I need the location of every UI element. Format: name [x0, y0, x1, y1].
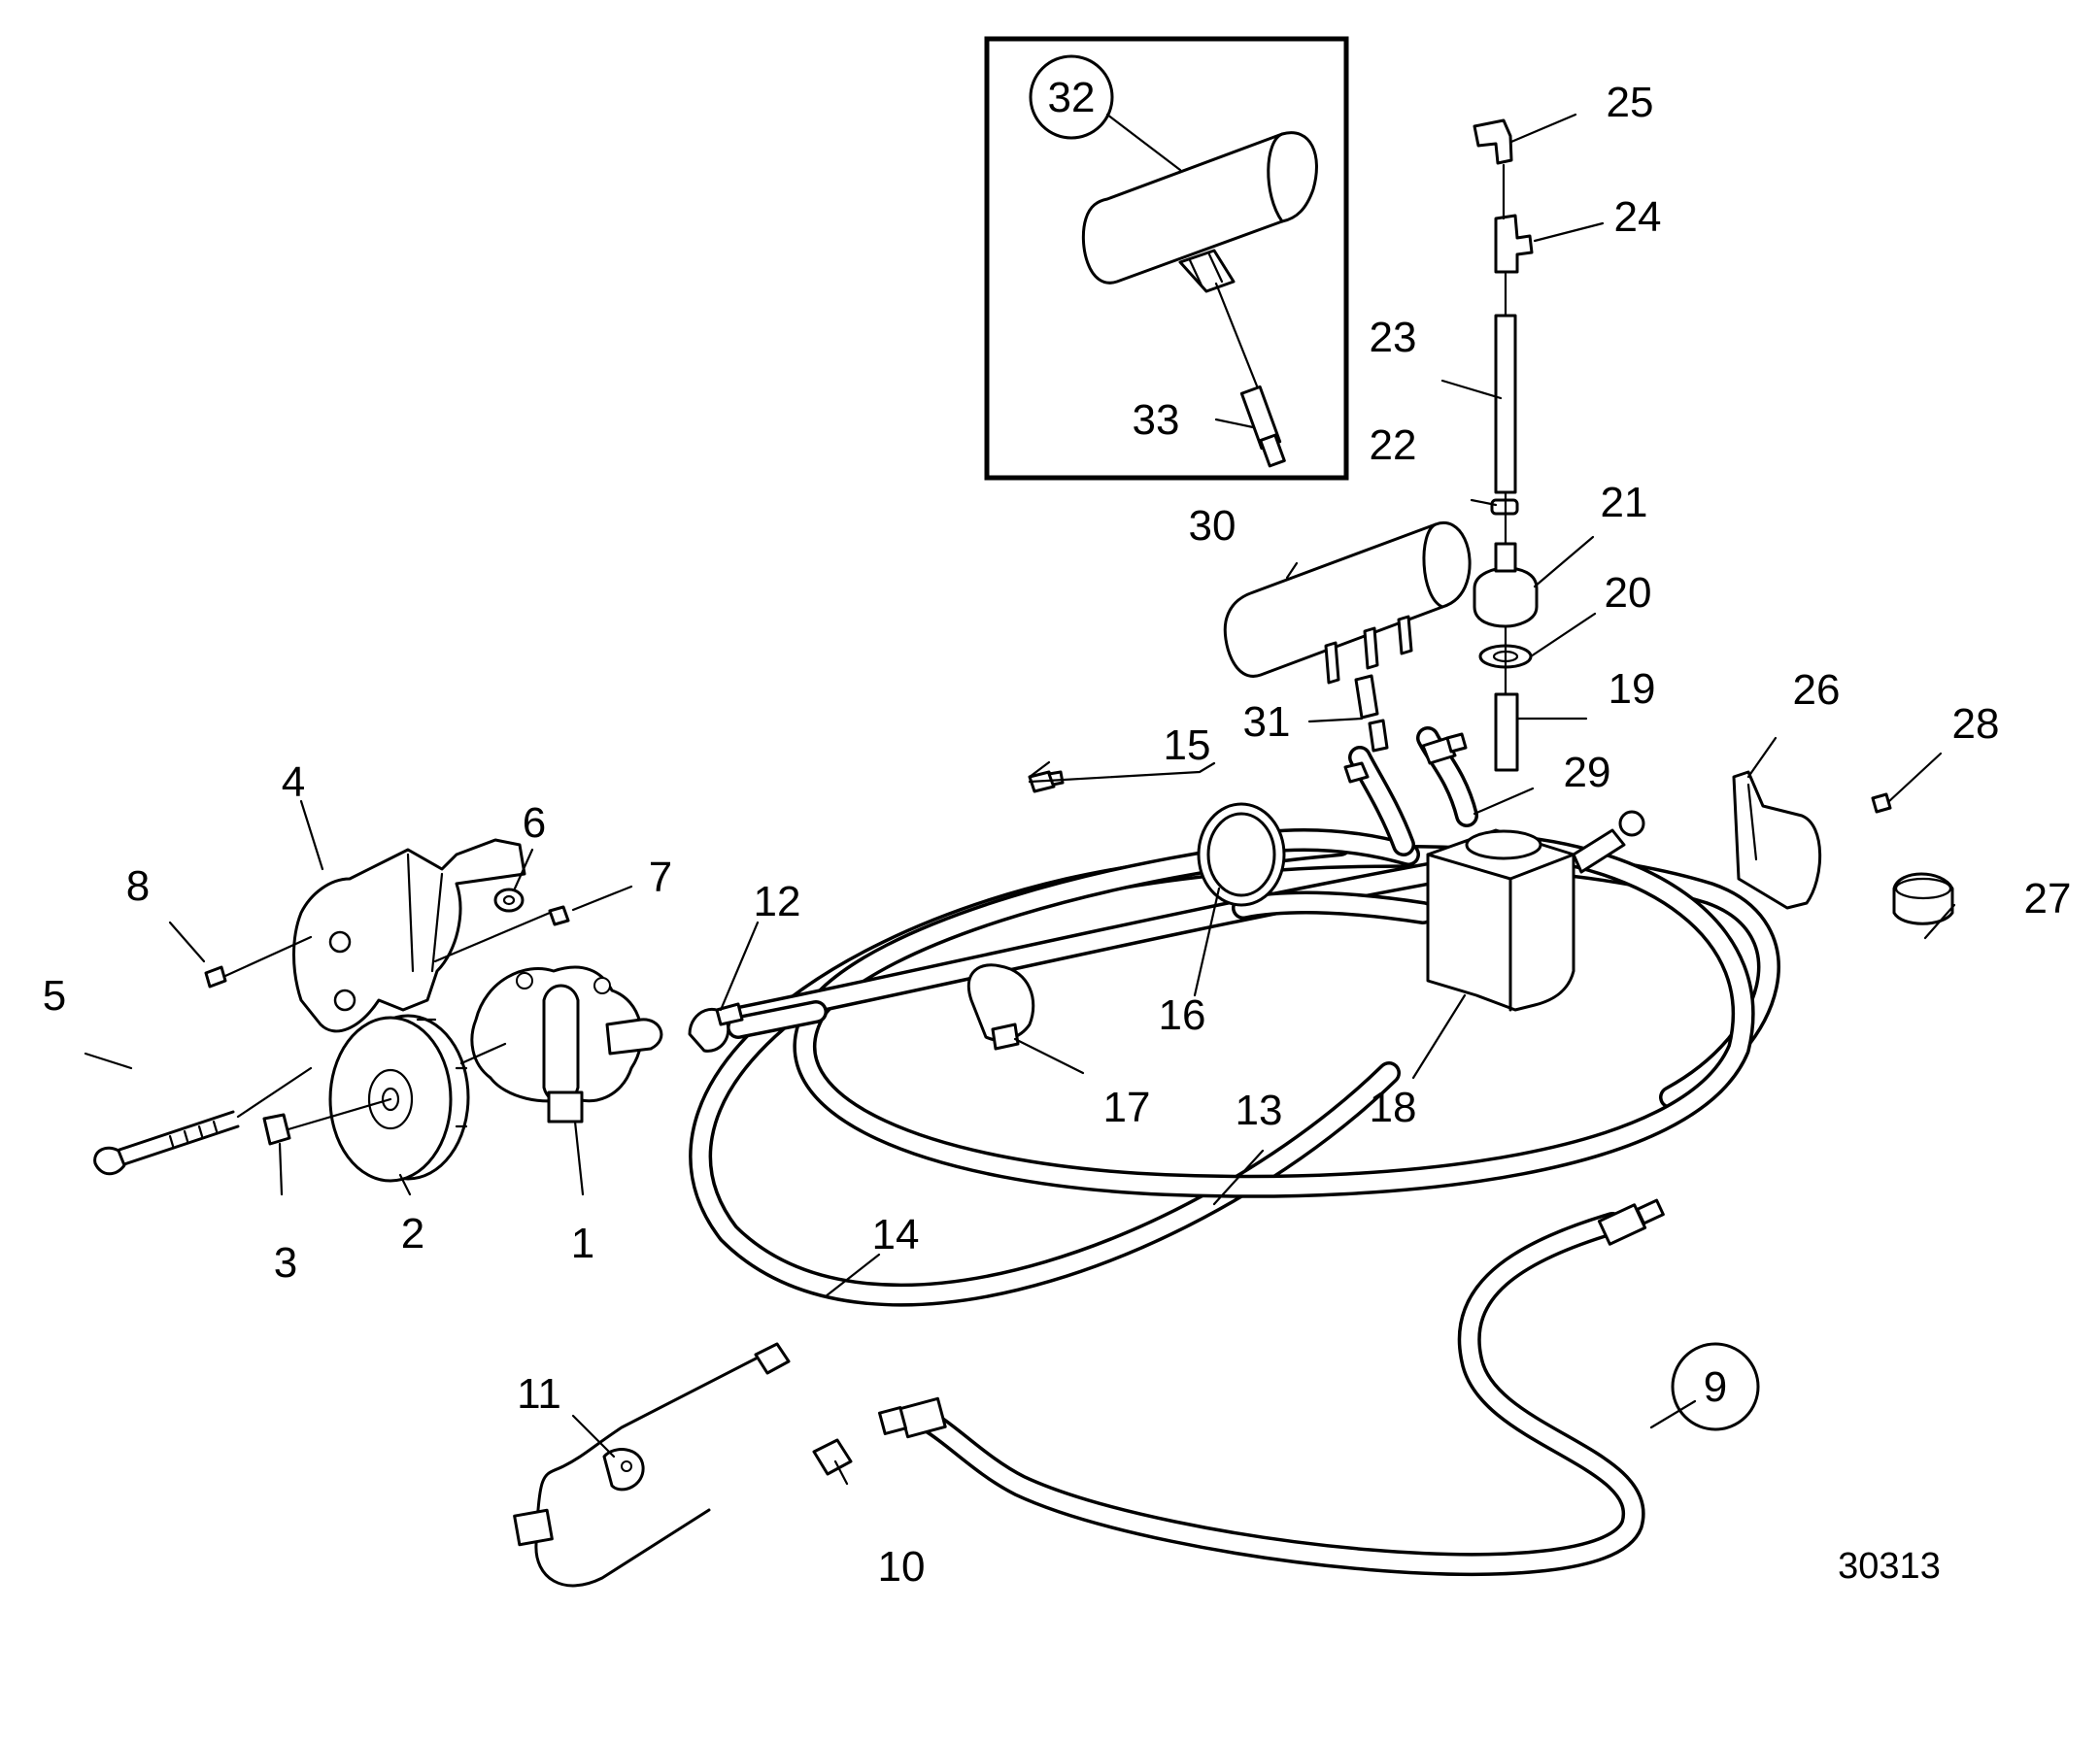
hoses: [534, 726, 1780, 1588]
callout-9: 9: [1704, 1363, 1727, 1411]
callout-26: 26: [1793, 666, 1841, 714]
callout-6: 6: [523, 799, 546, 847]
figure-reference-number: 30313: [1838, 1546, 1941, 1587]
part-5-bolt-drawing: [93, 1110, 240, 1176]
inset-box: 32 33: [984, 36, 1349, 481]
callout-labels: 1 2 3 4 5 6 7 8 9 10 11 12 13 14 15 16 1…: [43, 79, 2072, 1591]
callout-7: 7: [649, 854, 672, 901]
callout-17: 17: [1103, 1084, 1151, 1131]
callout-14: 14: [872, 1211, 920, 1258]
callout-3: 3: [274, 1239, 297, 1287]
callout-20: 20: [1605, 569, 1652, 617]
callout-2: 2: [401, 1210, 424, 1258]
callout-16: 16: [1159, 991, 1206, 1039]
callout-11: 11: [517, 1370, 561, 1418]
part-32-tee-tube-drawing: [1081, 131, 1318, 293]
callout-29: 29: [1564, 749, 1611, 796]
callout-28: 28: [1952, 700, 2000, 748]
callout-18: 18: [1370, 1084, 1417, 1131]
callout-8: 8: [126, 862, 150, 910]
part-30-tube-drawing: [1223, 520, 1472, 685]
callout-12: 12: [754, 878, 801, 925]
part-1-pump-drawing: [470, 965, 663, 1124]
callout-21: 21: [1601, 479, 1648, 526]
part-2-pulley-drawing: [328, 1014, 470, 1183]
parts: [84, 113, 1956, 1547]
callout-27: 27: [2024, 875, 2072, 922]
callout-32: 32: [1048, 74, 1096, 121]
callout-23: 23: [1370, 314, 1417, 361]
part-4-bracket-drawing: [292, 838, 526, 1033]
callout-30: 30: [1189, 502, 1236, 550]
callout-4: 4: [282, 758, 305, 806]
callout-24: 24: [1614, 193, 1662, 241]
callout-22: 22: [1370, 421, 1417, 469]
callout-10: 10: [878, 1543, 926, 1591]
callout-31: 31: [1243, 698, 1291, 746]
callout-13: 13: [1236, 1087, 1283, 1134]
callout-5: 5: [43, 972, 66, 1020]
callout-25: 25: [1607, 79, 1654, 126]
callout-19: 19: [1609, 665, 1656, 713]
part-33-fitting-drawing: [1214, 282, 1286, 468]
callout-33: 33: [1133, 396, 1180, 444]
callout-1: 1: [571, 1220, 594, 1267]
part-18-reservoir-drawing: [1426, 810, 1645, 1012]
callout-15: 15: [1164, 721, 1211, 769]
